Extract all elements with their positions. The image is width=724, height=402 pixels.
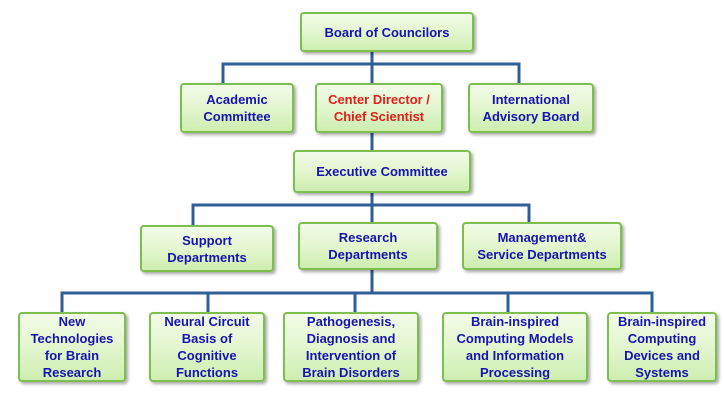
node-international-advisory-board: International Advisory Board (468, 83, 594, 133)
node-label: Support Departments (167, 232, 247, 265)
node-label: Brain-inspired Computing Models and Info… (456, 314, 574, 380)
node-label: Board of Councilors (324, 24, 450, 40)
node-label: Research Departments (328, 230, 408, 262)
node-label: Management& Service Departments (477, 230, 607, 262)
node-label: New Technologies for Brain Research (30, 314, 114, 380)
node-label: Pathogenesis, Diagnosis and Intervention… (302, 314, 400, 380)
connector-board-to-committees (221, 50, 521, 85)
node-label: Academic Committee (203, 92, 271, 124)
node-academic-committee: Academic Committee (180, 83, 294, 133)
node-brain-inspired-computing-models: Brain-inspired Computing Models and Info… (442, 312, 588, 382)
node-label: Center Director / Chief Scientist (328, 92, 430, 124)
node-center-director: Center Director / Chief Scientist (315, 83, 443, 133)
node-management-service-departments: Management& Service Departments (462, 222, 622, 270)
node-label: Executive Committee (316, 164, 448, 179)
node-label: Neural Circuit Basis of Cognitive Functi… (164, 314, 250, 380)
connector-research-to-divisions (60, 268, 654, 314)
node-research-departments: Research Departments (298, 222, 438, 270)
node-pathogenesis: Pathogenesis, Diagnosis and Intervention… (283, 312, 419, 382)
node-label: Brain-inspired Computing Devices and Sys… (617, 314, 707, 380)
node-board-of-councilors: Board of Councilors (300, 12, 474, 52)
connector-executive-to-departments (191, 191, 531, 227)
node-new-technologies: New Technologies for Brain Research (18, 312, 126, 382)
node-brain-inspired-computing-devices: Brain-inspired Computing Devices and Sys… (607, 312, 717, 382)
node-neural-circuit-basis: Neural Circuit Basis of Cognitive Functi… (149, 312, 265, 382)
node-support-departments: Support Departments (140, 225, 274, 272)
node-label: International Advisory Board (482, 92, 580, 124)
node-executive-committee: Executive Committee (293, 150, 471, 193)
